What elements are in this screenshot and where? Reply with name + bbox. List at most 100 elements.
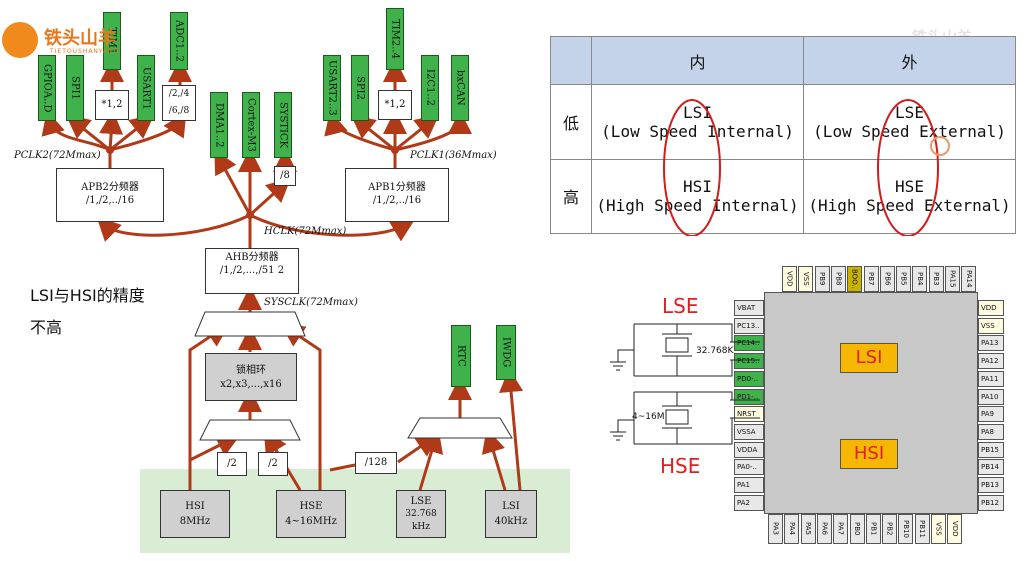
pin-boo: BOO.. <box>847 266 863 292</box>
pin-pc15: PC15.. <box>734 353 764 370</box>
source-hse: HSE 4~16MHz <box>276 490 346 538</box>
chip-lsi-block: LSI <box>840 343 898 373</box>
pin-pc14: PC14.. <box>734 335 764 352</box>
periph-gpioa: GPIOA..D <box>38 55 56 121</box>
lse-name: LSE <box>410 496 432 507</box>
pin-pb13: PB13 <box>978 477 1004 493</box>
div2-hse: /2 <box>258 452 288 476</box>
apb1-div-a: *1,2 <box>378 90 412 120</box>
lsi-freq: 40kHz <box>494 516 528 527</box>
note-line2: 不高 <box>30 318 63 337</box>
pin-vssa: VSSA <box>734 423 764 440</box>
hse-full: (High Speed External) <box>808 196 1011 216</box>
pin-pa12: PA12 <box>978 353 1004 370</box>
sysclk-label: SYSCLK(72Mmax) <box>264 297 358 308</box>
apb1-title: APB1分频器 <box>368 182 426 193</box>
pll-sub: x2,x3,...,x16 <box>220 379 282 390</box>
lsi-full: (Low Speed Internal) <box>601 121 794 141</box>
apb2-div-b: /2,/4 /6,/8 <box>162 85 196 121</box>
pin-vss: VSS <box>798 266 814 292</box>
ahb-title: AHB分频器 <box>225 252 279 263</box>
logo-icon <box>2 22 38 58</box>
pin-pa15: PA15 <box>945 266 960 292</box>
systick-div: /8 <box>274 166 296 186</box>
pin-pa0: PA0-.. <box>734 459 764 476</box>
cell-lse: LSE(Low Speed External) <box>803 84 1016 160</box>
pin-pb9: PB9 <box>814 266 830 292</box>
pin-pa14: PA14 <box>961 266 977 292</box>
hclk-label: HCLK(72Mmax) <box>264 226 347 237</box>
apb2-div-a: *1,2 <box>95 90 129 120</box>
periph-systick: SYSTICK <box>274 92 292 158</box>
pclk2-label: PCLK2(72Mmax) <box>14 150 101 161</box>
pin-vdd: VDD <box>782 266 797 292</box>
pin-pa2: PA2 <box>734 494 764 511</box>
pin-pb8: PB8 <box>830 266 846 292</box>
source-lse: LSE 32.768 kHz <box>396 490 446 538</box>
iwdg: IWDG <box>496 325 516 380</box>
rtc: RTC <box>451 325 471 387</box>
hsi-full: (High Speed Internal) <box>596 196 799 216</box>
apb2-prescaler: APB2分频器 /1,/2,../16 <box>56 168 164 222</box>
chip-hsi-block: HSI <box>840 439 898 469</box>
pll-title: 锁相环 <box>236 365 266 376</box>
periph-usart2: USART2..3 <box>323 55 341 121</box>
source-lsi: LSI 40kHz <box>485 490 537 538</box>
pin-pb10: PB10 <box>898 514 914 544</box>
pin-pb7: PB7 <box>863 266 879 292</box>
pin-vdd: VDD <box>947 514 963 544</box>
apb2-title: APB2分频器 <box>81 182 139 193</box>
hse-name: HSE <box>299 501 323 512</box>
pin-pd0: PD0-.. <box>734 370 764 387</box>
periph-tim2: TIM2..4 <box>386 8 404 70</box>
pin-vdd: VDD <box>978 300 1004 316</box>
lsi-name: LSI <box>502 501 520 512</box>
pin-pa7: PA7 <box>833 514 849 544</box>
xtal-lse-value: 32.768K <box>696 346 734 356</box>
periph-bxcan: bxCAN <box>451 55 469 121</box>
ahb-sub: /1,/2,...,/51 2 <box>219 265 285 276</box>
row-high: 高 <box>550 158 592 234</box>
pin-pa8: PA8 <box>978 423 1004 440</box>
hsi-abbr: HSI <box>683 177 712 197</box>
pin-pb15: PB15 <box>978 441 1004 458</box>
periph-cortex: Cortex-M3 <box>242 92 260 158</box>
periph-spi1: SPI1 <box>66 55 84 121</box>
note-line1: LSI与HSI的精度 <box>30 286 145 305</box>
pin-pa11: PA11 <box>978 370 1004 387</box>
pin-pc13: PC13.. <box>734 317 764 334</box>
logo-text: 铁头山羊 <box>44 28 116 49</box>
periph-spi2: SPI2 <box>351 55 369 121</box>
pin-vdda: VDDA <box>734 441 764 458</box>
periph-tim1: TIM1 <box>103 12 121 70</box>
pin-pa3: PA3 <box>768 514 783 544</box>
pin-pb2: PB2 <box>882 514 898 544</box>
pin-pb5: PB5 <box>896 266 912 292</box>
pin-pb4: PB4 <box>912 266 928 292</box>
pin-pb12: PB12 <box>978 494 1004 511</box>
logo: 铁头山羊 TIETOUSHANYANG <box>2 14 152 64</box>
crystal-circuits <box>610 323 760 445</box>
handwritten-marks <box>663 99 950 236</box>
div2-hsi: /2 <box>217 452 247 476</box>
pin-vss: VSS <box>931 514 946 544</box>
pin-pa9: PA9 <box>978 406 1004 423</box>
clock-wires <box>41 58 524 491</box>
pin-pa4: PA4 <box>784 514 800 544</box>
apb2-sub: /1,/2,../16 <box>85 195 135 206</box>
lse-freq: 32.768 kHz <box>405 509 437 532</box>
logo-sub: TIETOUSHANYANG <box>50 48 120 55</box>
chip-body <box>764 292 978 514</box>
apb1-prescaler: APB1分频器 /1,/2,../16 <box>345 168 449 222</box>
chip-lse-label: LSE <box>662 294 699 318</box>
periph-usart1: USART1 <box>137 55 155 121</box>
pin-pb14: PB14 <box>978 459 1004 476</box>
col-inner: 内 <box>591 36 804 85</box>
periph-adc: ADC1..2 <box>170 12 188 70</box>
source-hsi: HSI 8MHz <box>160 490 230 538</box>
pin-pb1: PB1 <box>865 514 881 544</box>
ahb-prescaler: AHB分频器 /1,/2,...,/51 2 <box>205 248 299 294</box>
clock-source-table: 内 外 低 LSI(Low Speed Internal) LSE(Low Sp… <box>550 36 1016 234</box>
pin-pb11: PB11 <box>914 514 930 544</box>
apb1-sub: /1,/2,../16 <box>372 195 422 206</box>
